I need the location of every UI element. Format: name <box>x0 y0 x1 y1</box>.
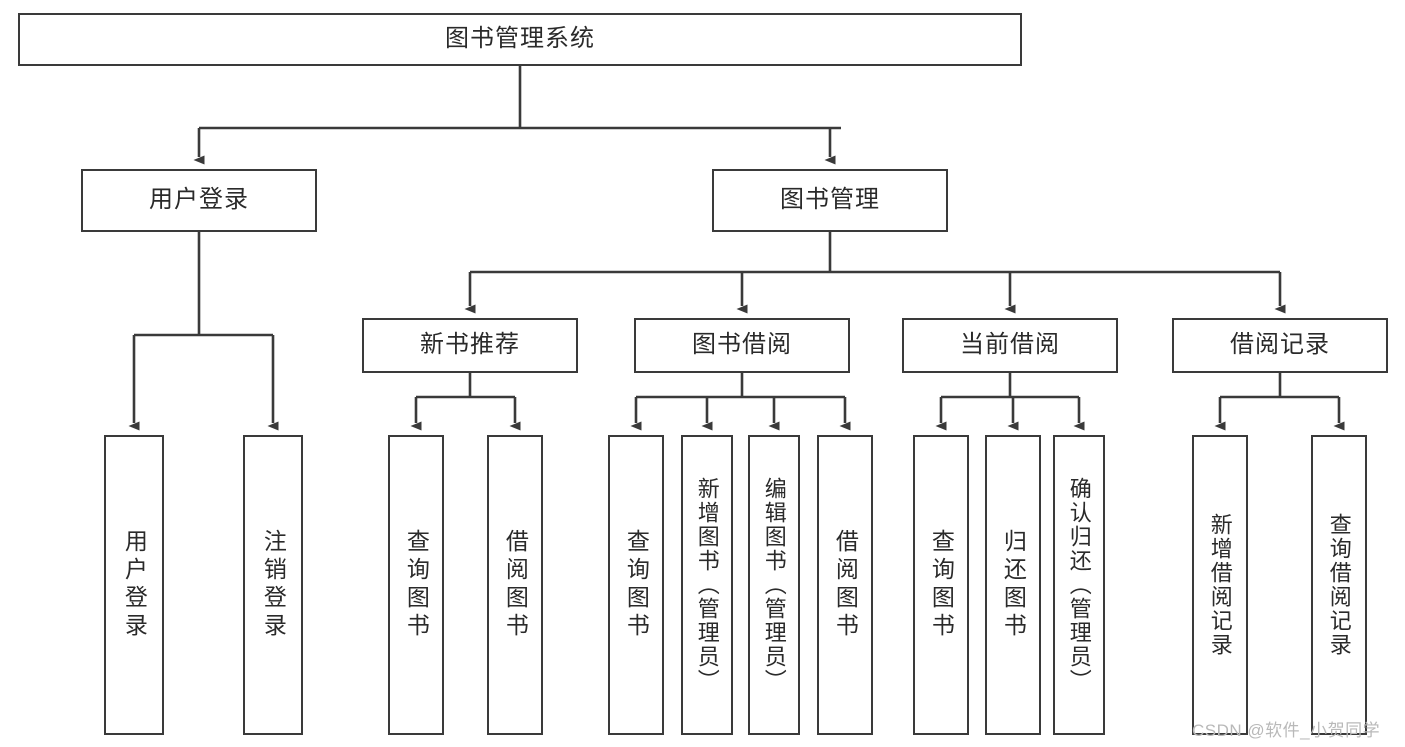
leaf-add-book-admin[interactable]: 新增图书（管理员） <box>681 435 733 735</box>
leaf-edit-book-admin[interactable]: 编辑图书（管理员） <box>748 435 800 735</box>
leaf-query-book-borrow[interactable]: 查询图书 <box>608 435 664 735</box>
leaf-user-login[interactable]: 用户登录 <box>104 435 164 735</box>
leaf-add-borrow-record[interactable]: 新增借阅记录 <box>1192 435 1248 735</box>
node-borrow-record[interactable]: 借阅记录 <box>1172 318 1388 373</box>
leaf-query-book-current[interactable]: 查询图书 <box>913 435 969 735</box>
node-book-borrow[interactable]: 图书借阅 <box>634 318 850 373</box>
leaf-confirm-return-admin[interactable]: 确认归还（管理员） <box>1053 435 1105 735</box>
leaf-borrow-book-recommend[interactable]: 借阅图书 <box>487 435 543 735</box>
leaf-query-book-recommend[interactable]: 查询图书 <box>388 435 444 735</box>
node-book-management[interactable]: 图书管理 <box>712 169 948 232</box>
node-new-book-recommend[interactable]: 新书推荐 <box>362 318 578 373</box>
node-current-borrow[interactable]: 当前借阅 <box>902 318 1118 373</box>
node-root-system[interactable]: 图书管理系统 <box>18 13 1022 66</box>
leaf-return-book[interactable]: 归还图书 <box>985 435 1041 735</box>
leaf-logout[interactable]: 注销登录 <box>243 435 303 735</box>
leaf-query-borrow-record[interactable]: 查询借阅记录 <box>1311 435 1367 735</box>
leaf-borrow-book-borrow[interactable]: 借阅图书 <box>817 435 873 735</box>
node-user-login[interactable]: 用户登录 <box>81 169 317 232</box>
